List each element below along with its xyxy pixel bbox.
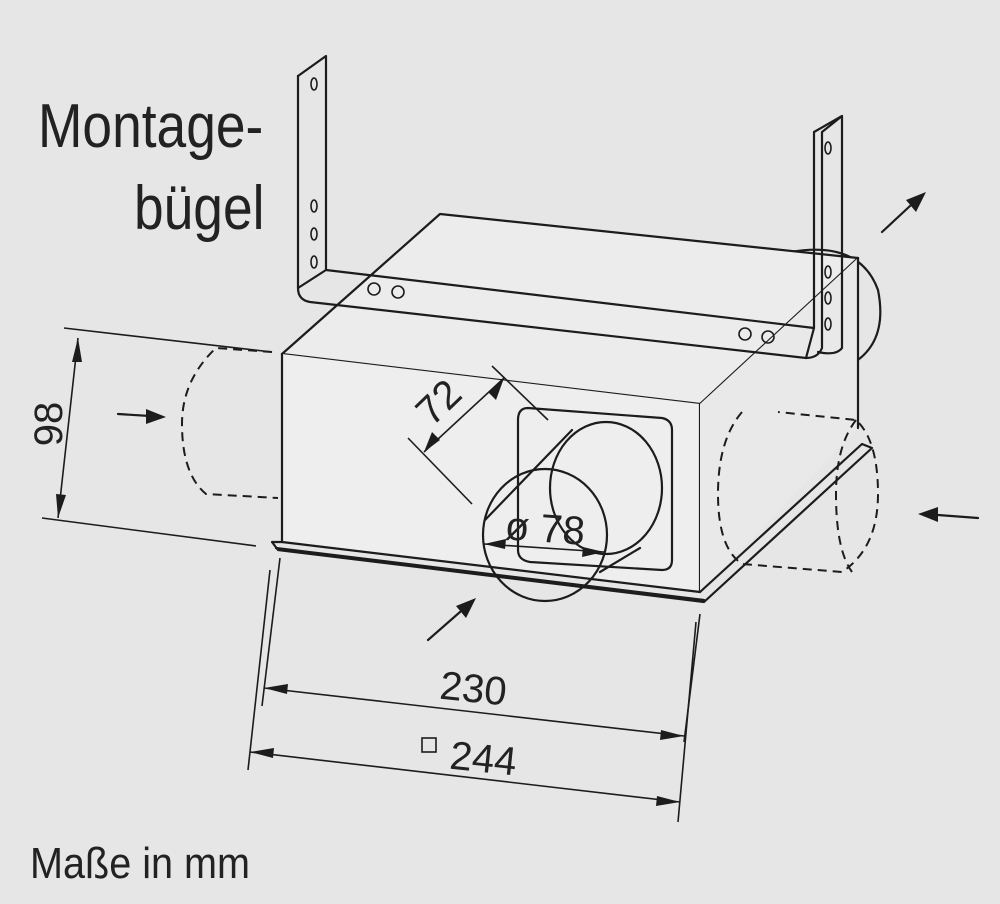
base-plate: [270, 442, 874, 604]
title-line-1: Montage-: [38, 92, 264, 161]
title-line-2: bügel: [134, 174, 265, 243]
right-air-flow: [716, 411, 880, 574]
dim-text-244: 244: [448, 734, 519, 785]
dimension-height: [41, 327, 273, 547]
square-symbol: [421, 737, 437, 753]
mounting-bracket: [296, 54, 844, 360]
dim-text-230: 230: [438, 664, 509, 715]
dimension-width: [261, 557, 701, 743]
left-air-flow: [180, 346, 279, 499]
dim-text-78: ø 78: [503, 504, 586, 553]
flow-arrows: [116, 192, 980, 642]
dim-text-98: 98: [27, 402, 71, 447]
units-note: Maße in mm: [30, 839, 251, 888]
front-outlet: [481, 406, 674, 603]
dimension-plate-width: [247, 569, 697, 823]
dimension-outlet-diameter: [483, 539, 605, 557]
dimension-outlet-offset: [407, 365, 549, 505]
back-outlet-tube: [788, 248, 882, 364]
